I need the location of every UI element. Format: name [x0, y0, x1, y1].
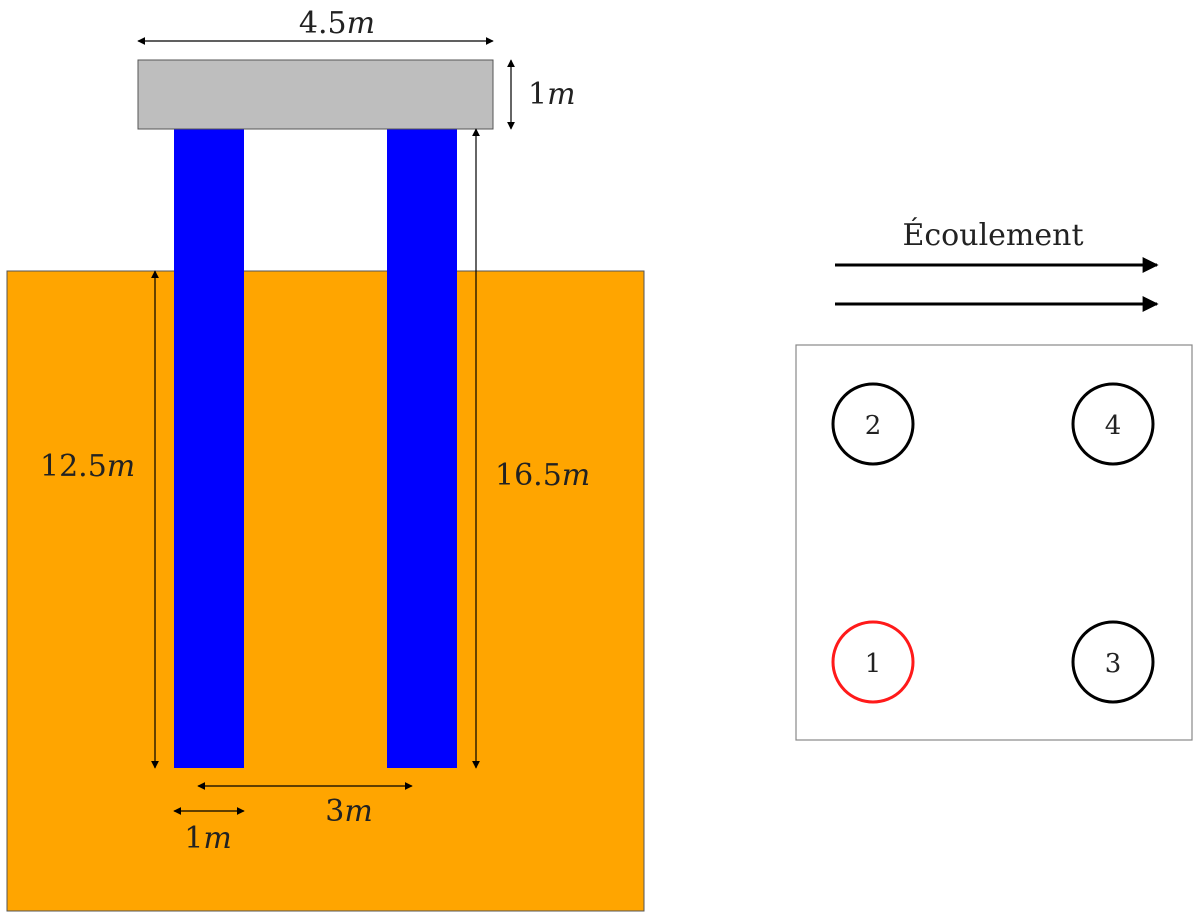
pile-left: [174, 129, 244, 768]
pile-cap: [137, 59, 494, 130]
pile-right: [387, 129, 457, 768]
plan-pile-1: 1: [831, 620, 915, 704]
plan-pile-4-label: 4: [1105, 411, 1122, 441]
plan-pile-3-label: 3: [1105, 649, 1122, 679]
elevation-view: 4.5m 1m 12.5m 16.5m 3m 1m: [6, 6, 645, 912]
flow-label: Écoulement: [902, 217, 1083, 253]
pile-diameter-label: 1m: [184, 821, 232, 856]
pile-length-label: 16.5m: [495, 458, 590, 493]
cap-height-label: 1m: [528, 77, 576, 112]
embedment-label: 12.5m: [40, 449, 135, 484]
cap-width-label: 4.5m: [299, 6, 375, 41]
pile-spacing-label: 3m: [325, 794, 373, 829]
plan-pile-2-label: 2: [865, 411, 882, 441]
plan-pile-4: 4: [1071, 382, 1155, 466]
plan-pile-2: 2: [831, 382, 915, 466]
plan-pile-1-label: 1: [865, 649, 882, 679]
plan-pile-3: 3: [1071, 620, 1155, 704]
plan-view: Écoulement 2 4 1 3: [795, 217, 1193, 741]
soil-layer: [6, 270, 645, 912]
